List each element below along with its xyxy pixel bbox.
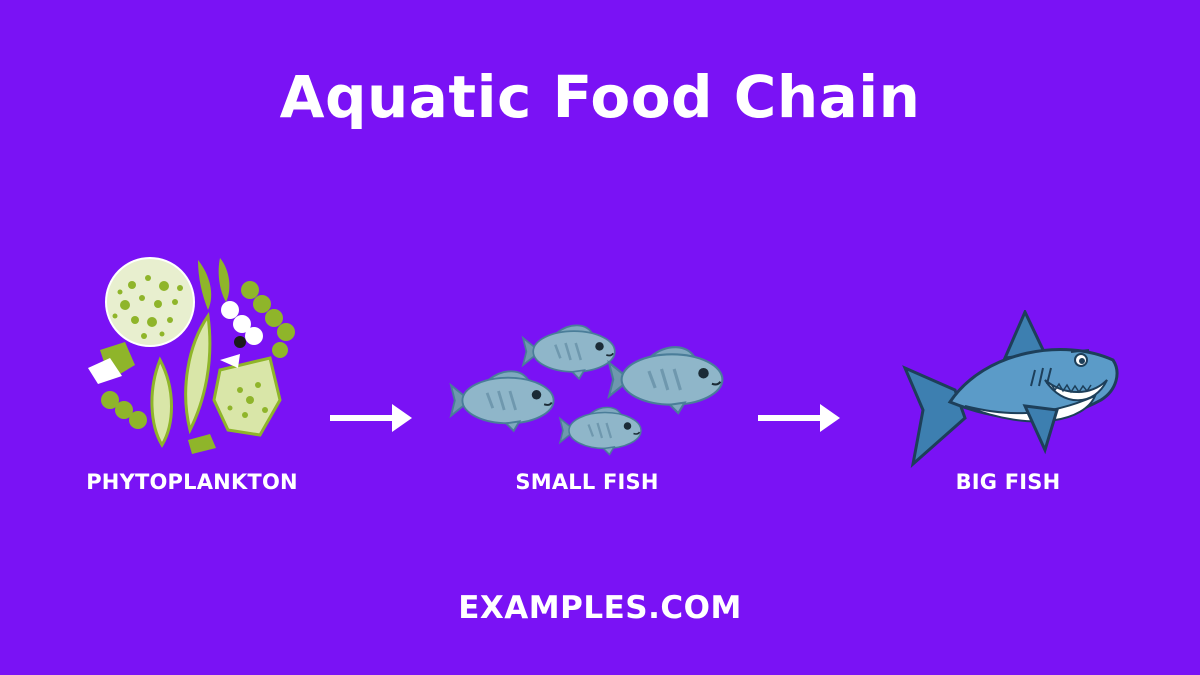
label-phytoplankton: PHYTOPLANKTON (86, 470, 298, 494)
phytoplankton-icon (88, 257, 295, 454)
shark-icon (902, 310, 1119, 469)
label-small-fish: SMALL FISH (515, 470, 659, 494)
node-big-fish (895, 310, 1125, 470)
page-title: Aquatic Food Chain (279, 63, 921, 131)
node-small-fish (440, 320, 740, 460)
footer-brand: EXAMPLES.COM (458, 590, 742, 626)
label-big-fish: BIG FISH (955, 470, 1061, 494)
small-fish-icon (449, 324, 724, 456)
arrow-right-icon (330, 398, 414, 442)
arrow-right-icon (758, 398, 842, 442)
node-phytoplankton (80, 250, 310, 460)
